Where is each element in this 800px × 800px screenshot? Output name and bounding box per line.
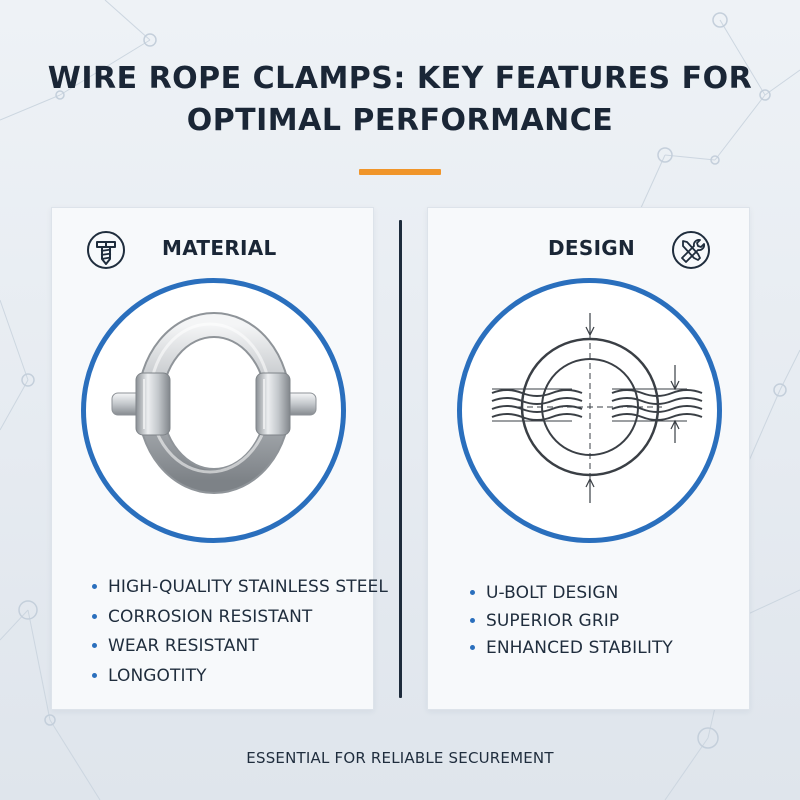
design-heading: DESIGN — [548, 236, 636, 260]
material-heading: MATERIAL — [162, 236, 277, 260]
title-accent-bar — [359, 169, 441, 175]
design-image-circle — [457, 278, 722, 543]
design-panel: DESIGN — [427, 207, 750, 710]
material-image-circle — [81, 278, 346, 543]
material-feature-list: HIGH-QUALITY STAINLESS STEEL CORROSION R… — [92, 576, 388, 694]
footer-tagline: ESSENTIAL FOR RELIABLE SECUREMENT — [246, 749, 554, 767]
screw-icon — [87, 231, 125, 269]
feature-list-item: CORROSION RESISTANT — [92, 606, 388, 636]
feature-list-item: SUPERIOR GRIP — [470, 610, 673, 638]
material-panel: MATERIAL — [51, 207, 388, 710]
stainless-steel-clamp-photo — [111, 312, 317, 494]
page-title: WIRE ROPE CLAMPS: KEY FEATURES FOR OPTIM… — [40, 58, 760, 142]
design-feature-list: U-BOLT DESIGN SUPERIOR GRIP ENHANCED STA… — [470, 582, 673, 665]
panel-divider — [399, 220, 402, 698]
wrench-screwdriver-icon — [672, 231, 710, 269]
title-line-1: WIRE ROPE CLAMPS: KEY FEATURES FOR — [47, 61, 753, 96]
feature-list-item: ENHANCED STABILITY — [470, 637, 673, 665]
feature-list-item: WEAR RESISTANT — [92, 635, 388, 665]
feature-list-item: U-BOLT DESIGN — [470, 582, 673, 610]
title-line-2: OPTIMAL PERFORMANCE — [186, 103, 614, 138]
feature-list-item: HIGH-QUALITY STAINLESS STEEL — [92, 576, 388, 606]
u-bolt-technical-drawing — [491, 313, 703, 503]
feature-list-item: LONGOTITY — [92, 665, 388, 695]
